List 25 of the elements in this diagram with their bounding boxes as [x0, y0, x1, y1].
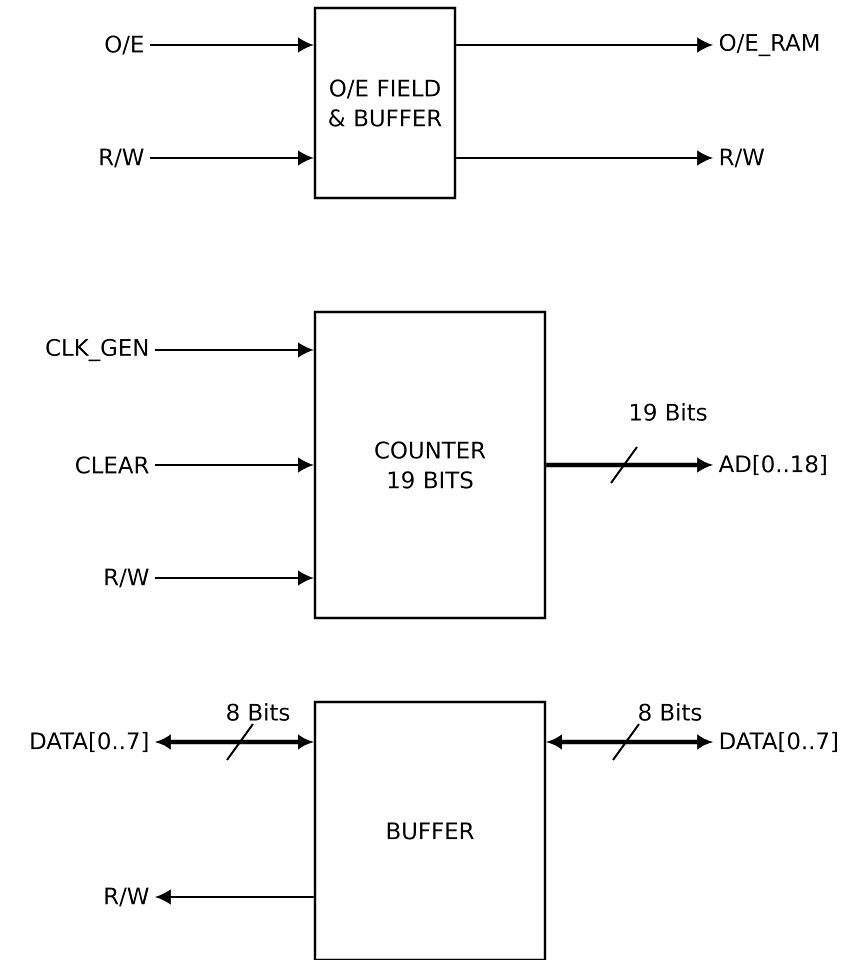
- signal-label: R/W: [105, 568, 149, 588]
- edge-label: 19 Bits: [630, 403, 706, 421]
- block-box: COUNTER 19 BITS: [314, 310, 546, 620]
- signal-label: CLEAR: [76, 456, 149, 474]
- signal-label: AD[0..18]: [718, 454, 826, 476]
- arrow: [155, 343, 312, 357]
- arrow: [150, 38, 312, 52]
- edge-label: 8 Bits: [639, 703, 702, 721]
- signal-label: O/E_RAM: [720, 34, 818, 56]
- signal-label: DATA[0..7]: [720, 732, 837, 752]
- arrow: [155, 571, 312, 585]
- arrow: [456, 151, 711, 165]
- signal-label: R/W: [720, 148, 764, 168]
- arrow: [456, 38, 711, 52]
- arrow: [155, 458, 312, 472]
- block-box: BUFFER: [314, 700, 546, 960]
- edge-label: 8 Bits: [227, 703, 290, 721]
- block-box: O/E FIELD & BUFFER: [314, 6, 456, 200]
- arrow: [157, 890, 314, 904]
- signal-label: R/W: [105, 888, 149, 906]
- signal-label: O/E: [106, 35, 143, 55]
- signal-label: R/W: [100, 148, 144, 168]
- signal-label: DATA[0..7]: [31, 732, 148, 752]
- arrow: [150, 151, 312, 165]
- signal-label: CLK_GEN: [46, 338, 148, 362]
